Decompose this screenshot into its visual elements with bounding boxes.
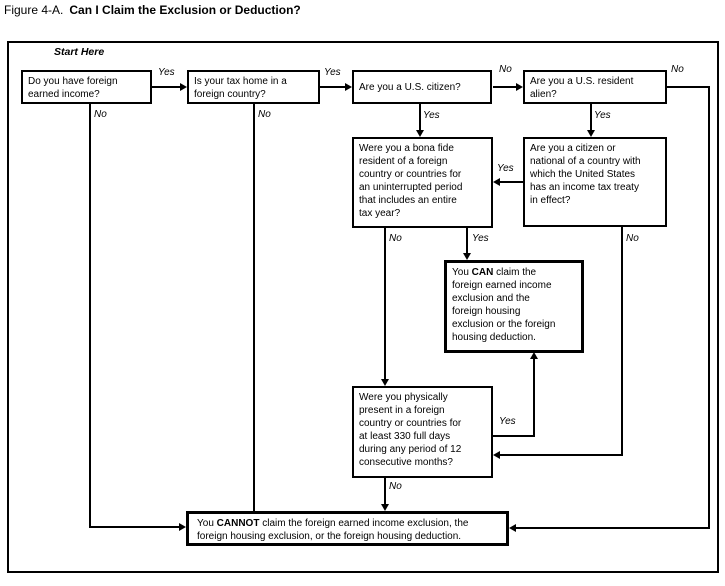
figure-title: Figure 4-A. Can I Claim the Exclusion or …: [4, 3, 301, 17]
connector-income-no-line-h: [89, 526, 179, 528]
label-no-taxhome: No: [258, 109, 271, 120]
arrowhead-into-cannot-top: [381, 504, 389, 511]
box-can-claim: You CAN claim the foreign earned income …: [444, 260, 584, 353]
cannot-claim-pre: You: [197, 518, 217, 529]
can-claim-pre: You: [452, 267, 472, 278]
label-no-citizen: No: [499, 64, 512, 75]
label-no-bonafide: No: [389, 233, 402, 244]
arrowhead-into-cannot-right: [509, 524, 516, 532]
connector-alien-no-line-h1: [667, 86, 710, 88]
connector-alien-no-line-h2: [516, 527, 710, 529]
arrowhead-into-can-bottom: [530, 352, 538, 359]
connector-bonafide-yes-line: [466, 228, 468, 254]
box-tax-home-text: Is your tax home in a foreign country?: [194, 76, 287, 100]
arrowhead-into-cannot-left: [179, 523, 186, 531]
box-tax-treaty: Are you a citizen or national of a count…: [523, 137, 667, 227]
arrowhead-into-can-top: [463, 253, 471, 260]
label-no-physical: No: [389, 481, 402, 492]
box-foreign-income-text: Do you have foreign earned income?: [28, 76, 118, 100]
label-yes-physical: Yes: [499, 416, 516, 427]
figure-number: Figure 4-A.: [4, 3, 64, 17]
connector-treaty-no-line-h: [500, 454, 622, 456]
box-tax-home: Is your tax home in a foreign country?: [187, 70, 320, 104]
label-yes-bonafide: Yes: [472, 233, 489, 244]
cannot-claim-post: claim the foreign earned income exclusio…: [197, 518, 469, 542]
label-yes-income: Yes: [158, 67, 175, 78]
box-bona-fide-resident-text: Were you a bona fide resident of a forei…: [359, 143, 463, 219]
cannot-claim-bold: CANNOT: [216, 518, 260, 529]
box-foreign-income: Do you have foreign earned income?: [21, 70, 152, 104]
label-no-alien: No: [671, 64, 684, 75]
arrowhead-into-bona-fide-right: [493, 178, 500, 186]
connector-physical-yes-line-v: [533, 359, 535, 437]
arrowhead-into-tax-home: [180, 83, 187, 91]
connector-treaty-yes-line: [500, 181, 524, 183]
can-claim-post: claim the foreign earned income exclusio…: [452, 267, 556, 343]
box-tax-treaty-text: Are you a citizen or national of a count…: [530, 143, 641, 206]
label-yes-citizen: Yes: [423, 110, 440, 121]
connector-citizen-no-line: [493, 86, 516, 88]
arrowhead-into-bona-fide-top: [416, 130, 424, 137]
box-physical-presence-text: Were you physically present in a foreign…: [359, 392, 462, 468]
connector-treaty-no-line-v: [621, 227, 623, 456]
arrowhead-into-resident-alien: [516, 83, 523, 91]
flowchart-frame: [7, 41, 719, 573]
label-yes-alien: Yes: [594, 110, 611, 121]
arrowhead-into-physical-top: [381, 379, 389, 386]
box-us-citizen: Are you a U.S. citizen?: [352, 70, 492, 104]
box-cannot-claim-text: You CANNOT claim the foreign earned inco…: [197, 517, 498, 543]
start-here-label: Start Here: [54, 46, 105, 58]
connector-income-no-line-v: [89, 103, 91, 528]
connector-taxhome-yes-line: [320, 86, 345, 88]
connector-physical-yes-line-h: [493, 435, 535, 437]
connector-physical-no-line: [384, 478, 386, 505]
label-yes-treaty: Yes: [497, 163, 514, 174]
arrowhead-into-physical-right: [493, 451, 500, 459]
label-yes-taxhome: Yes: [324, 67, 341, 78]
box-physical-presence: Were you physically present in a foreign…: [352, 386, 493, 478]
figure-heading: Can I Claim the Exclusion or Deduction?: [69, 3, 301, 17]
box-bona-fide-resident: Were you a bona fide resident of a forei…: [352, 137, 493, 228]
box-resident-alien-text: Are you a U.S. resident alien?: [530, 76, 634, 100]
box-cannot-claim: You CANNOT claim the foreign earned inco…: [186, 511, 509, 546]
box-resident-alien: Are you a U.S. resident alien?: [523, 70, 667, 104]
connector-income-yes-line: [152, 86, 180, 88]
connector-alien-no-line-v: [708, 86, 710, 529]
box-us-citizen-text: Are you a U.S. citizen?: [359, 81, 461, 93]
label-no-treaty: No: [626, 233, 639, 244]
box-can-claim-text: You CAN claim the foreign earned income …: [452, 266, 576, 344]
label-no-income: No: [94, 109, 107, 120]
arrowhead-into-treaty-top: [587, 130, 595, 137]
arrowhead-into-us-citizen: [345, 83, 352, 91]
connector-alien-yes-line: [590, 104, 592, 131]
connector-taxhome-no-line: [253, 103, 255, 512]
can-claim-bold: CAN: [471, 267, 494, 278]
connector-bonafide-no-line: [384, 228, 386, 380]
connector-citizen-yes-line: [419, 103, 421, 131]
